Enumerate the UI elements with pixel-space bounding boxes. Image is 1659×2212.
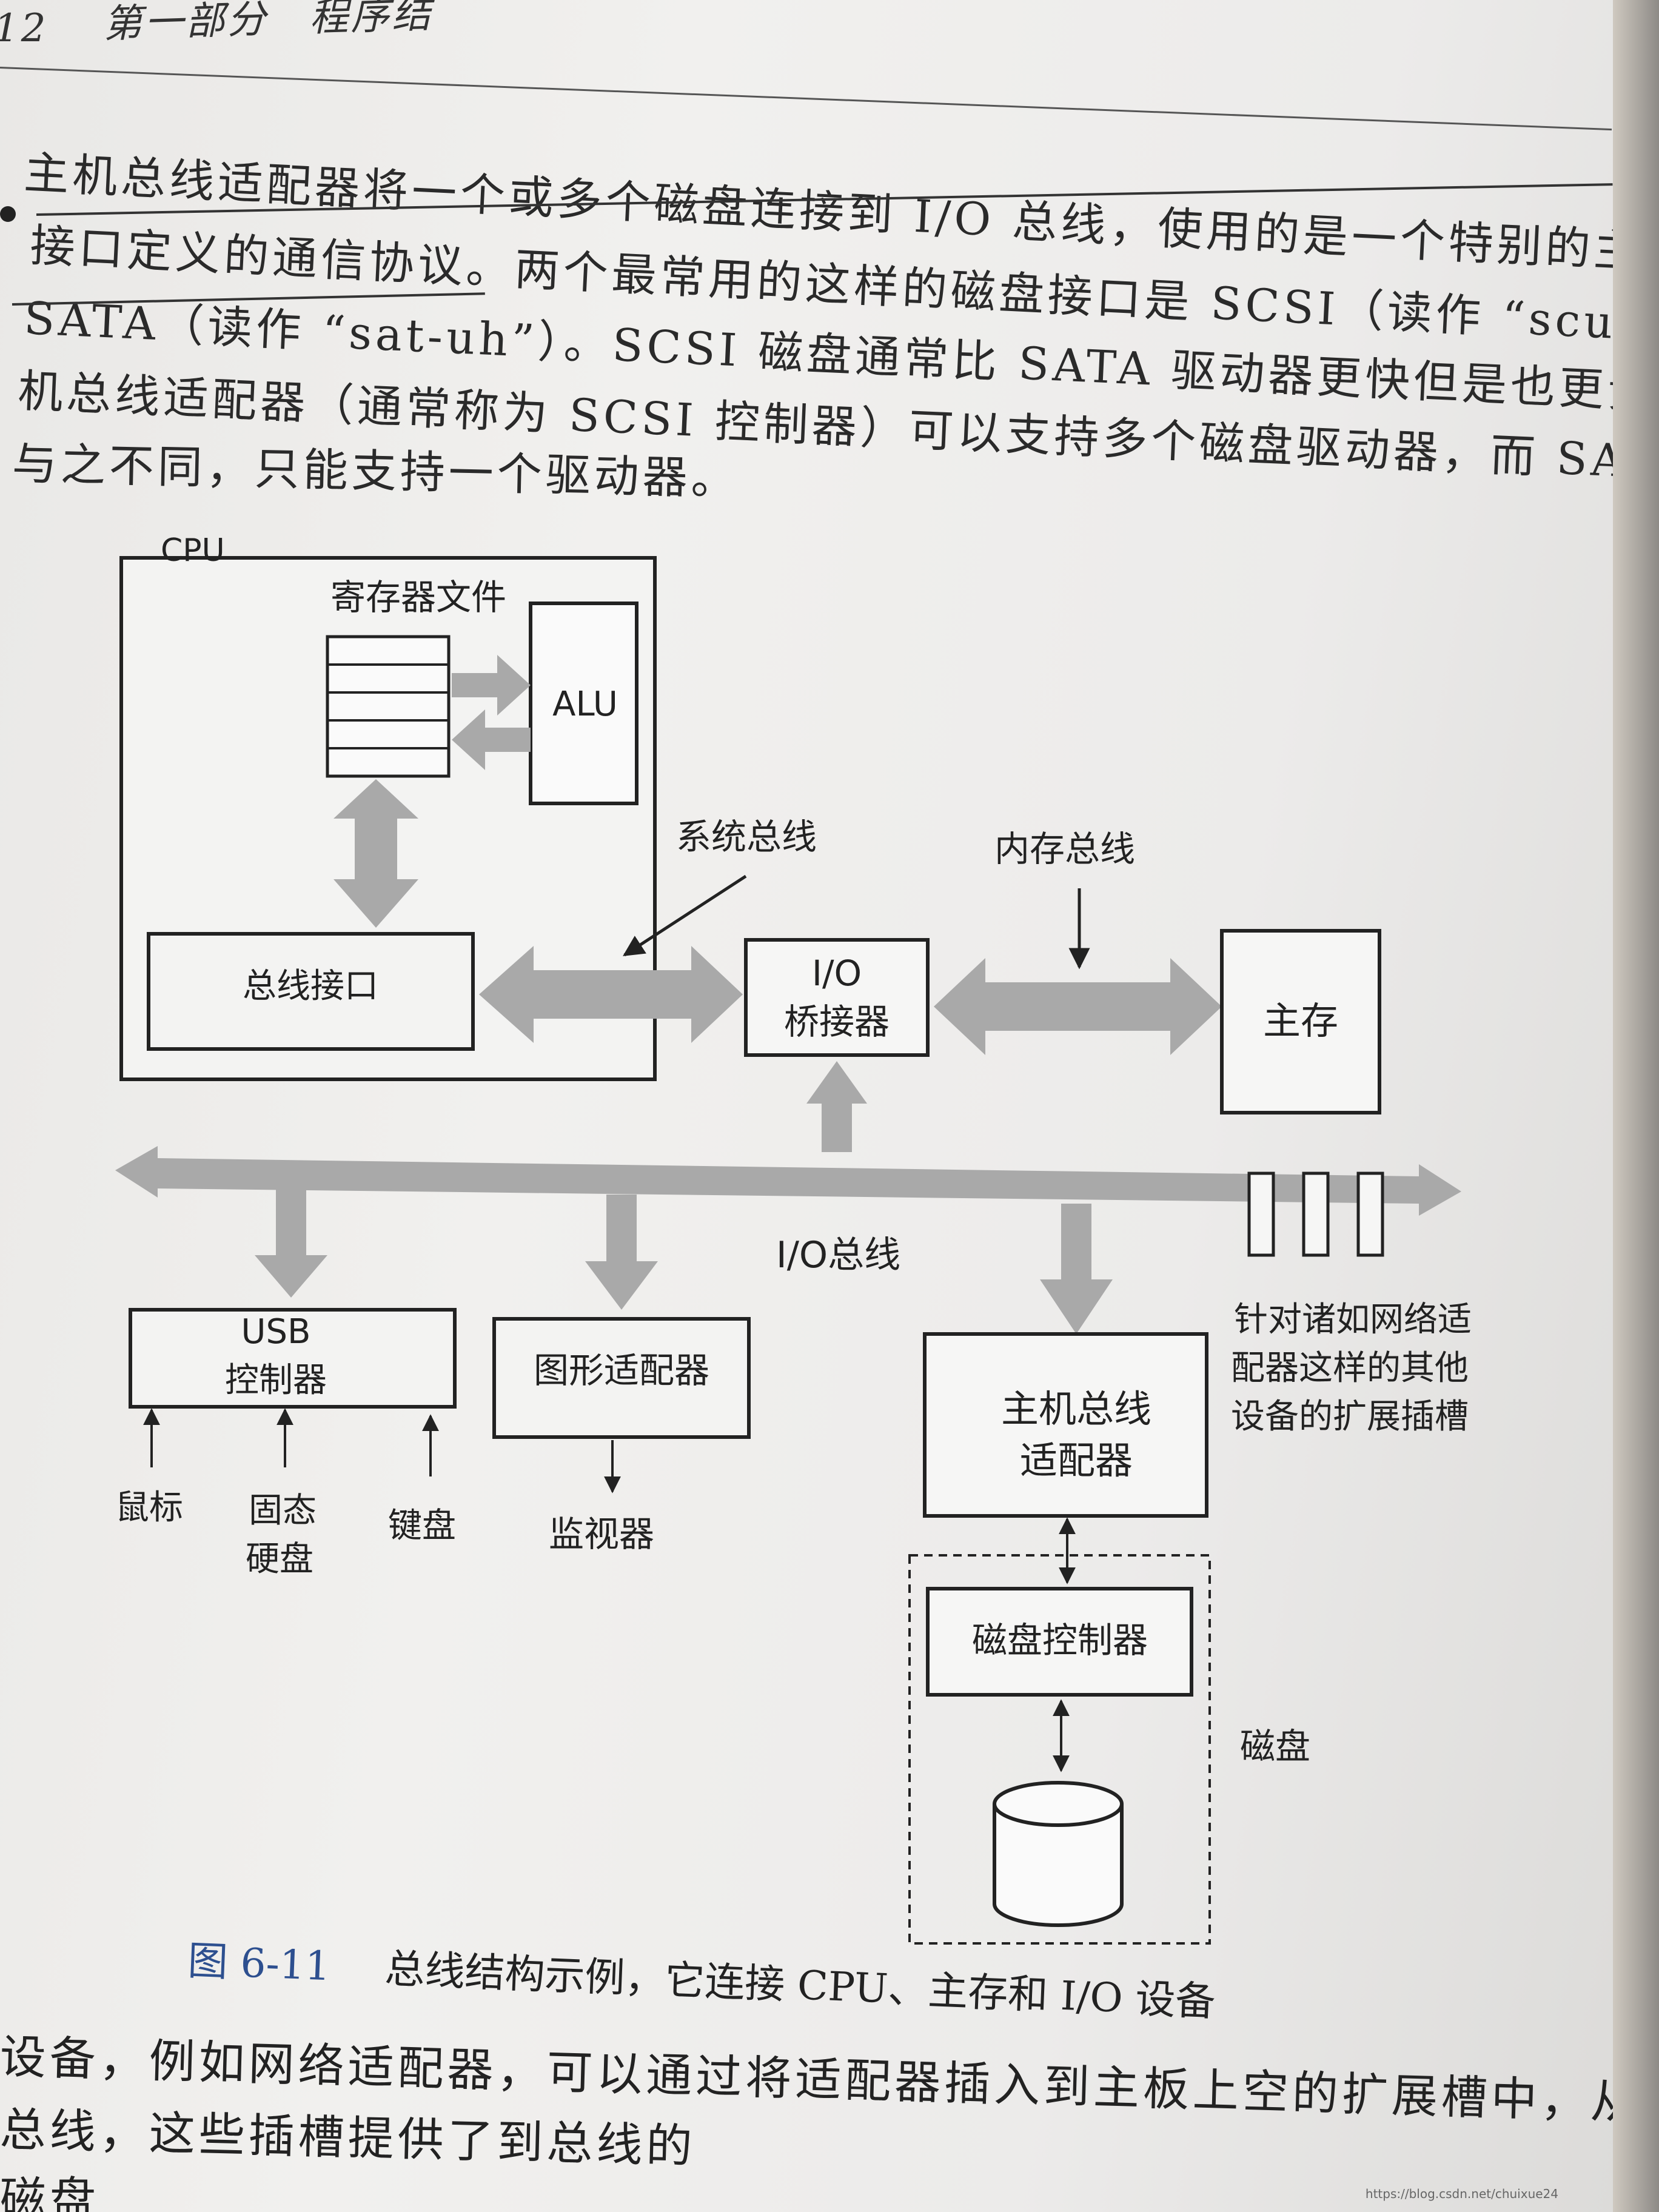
io-hba-arrow (1040, 1204, 1113, 1334)
memory-bus-label: 内存总线 (994, 828, 1135, 870)
monitor-label: 监视器 (549, 1513, 654, 1555)
host-bus-adapter-box (923, 1332, 1208, 1518)
io-usb-arrow (255, 1188, 327, 1298)
watermark: https://blog.csdn.net/chuixue24 (1365, 2187, 1558, 2201)
system-bus-arrow (479, 946, 743, 1043)
outro-line: 总线，这些插槽提供了到总线的 (0, 2102, 697, 2174)
ssd-label: 固态 (249, 1491, 317, 1530)
ssd-label: 硬盘 (246, 1540, 313, 1579)
io-bridge-label: 桥接器 (784, 1001, 890, 1042)
mouse-label: 鼠标 (115, 1488, 183, 1527)
bullet-icon (0, 206, 16, 222)
usb-controller-box (129, 1308, 457, 1409)
main-memory-box (1220, 929, 1381, 1114)
alu-to-reg-arrow (452, 709, 531, 770)
graphics-adapter-label: 图形适配器 (534, 1350, 709, 1391)
system-bus-label: 系统总线 (676, 816, 817, 857)
bus-interface-label: 总线接口 (243, 967, 378, 1006)
memory-bus-arrow (934, 958, 1222, 1055)
register-file (326, 635, 451, 778)
disk-controller-label: 磁盘控制器 (972, 1620, 1148, 1661)
system-bus-pointer (623, 874, 747, 957)
usb-controller-label: 控制器 (225, 1361, 327, 1400)
io-bus-arrow (115, 1146, 1461, 1216)
disk-dashed-box (908, 1554, 1211, 1945)
alu-label: ALU (552, 685, 618, 724)
expansion-slots-label: 设备的扩展插槽 (1231, 1397, 1469, 1436)
outro-line: 磁盘 (0, 2172, 99, 2212)
bus-structure-diagram: CPU 寄存器文件 ALU 总线接口 系统总线 I/O 桥接器 内存总线 主存 (115, 532, 1472, 1945)
alu-box (529, 602, 638, 805)
io-graphics-arrow (585, 1195, 658, 1310)
cpu-label: CPU (161, 532, 225, 569)
disk-cylinder-icon (993, 1781, 1124, 1927)
book-page: 12 第一部分 程序结 主机总线适配器将一个或多个磁盘连接到 I/O 总线，使用… (0, 0, 1613, 2212)
usb-controller-label: USB (241, 1312, 311, 1352)
main-memory-label: 主存 (1263, 999, 1338, 1043)
expansion-slots-label: 配器这样的其他 (1231, 1349, 1469, 1388)
io-bus-label: I/O总线 (776, 1234, 900, 1276)
page-header: 12 第一部分 程序结 (0, 0, 1613, 61)
expansion-slots (1247, 1171, 1384, 1257)
keyboard-label: 键盘 (388, 1506, 456, 1546)
disk-label: 磁盘 (1240, 1726, 1310, 1767)
host-bus-adapter-label: 适配器 (1020, 1438, 1133, 1483)
bus-interface-box (147, 932, 475, 1051)
bridge-io-arrow (806, 1061, 867, 1152)
disk-controller-box (926, 1587, 1193, 1697)
io-bridge-label: I/O (812, 953, 862, 994)
page-number: 12 (0, 6, 49, 51)
book-spine-shadow (1613, 0, 1659, 2212)
figure-number: 图 6-11 (187, 1937, 332, 1990)
expansion-slots-label: 针对诸如网络适 (1234, 1300, 1472, 1339)
reg-to-alu-arrow (452, 655, 531, 716)
host-bus-adapter-label: 主机总线 (1001, 1387, 1151, 1431)
reg-businterface-arrow (333, 779, 418, 928)
register-file-label: 寄存器文件 (330, 577, 506, 618)
io-bridge-box (744, 938, 930, 1057)
graphics-adapter-box (492, 1317, 751, 1439)
